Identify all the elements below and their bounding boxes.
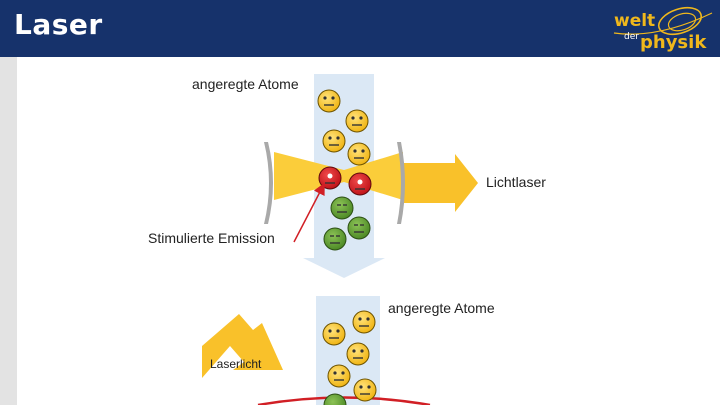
- top-atoms-label: angeregte Atome: [192, 76, 299, 92]
- emission-pointer-arrow: [293, 182, 325, 243]
- left-sidebar-strip: [0, 57, 17, 405]
- laser-output-arrow: [403, 154, 478, 212]
- logo-swirl-icon: [613, 6, 713, 36]
- atom-yellow: [352, 310, 376, 334]
- laserlicht-label: Laserlicht: [210, 357, 262, 371]
- atom-yellow: [346, 342, 370, 366]
- right-mirror: [397, 142, 405, 224]
- atom-green: [323, 227, 347, 251]
- left-mirror: [264, 142, 273, 224]
- logo-text-physik: physik: [640, 32, 707, 53]
- red-arc: [257, 396, 431, 405]
- atom-yellow: [353, 378, 377, 402]
- atom-green: [347, 216, 371, 240]
- header-bar: Laser welt der physik: [0, 0, 720, 57]
- bottom-atoms-label: angeregte Atome: [388, 300, 495, 316]
- atom-green: [323, 393, 347, 405]
- atom-red: [318, 166, 342, 190]
- atom-yellow: [322, 322, 346, 346]
- laserlicht-arrow: [202, 314, 283, 378]
- atom-red: [348, 172, 372, 196]
- atom-yellow: [347, 142, 371, 166]
- atom-green: [330, 196, 354, 220]
- welt-der-physik-logo: welt der physik: [608, 3, 718, 55]
- logo-text-welt: welt: [614, 11, 656, 31]
- atom-yellow: [327, 364, 351, 388]
- lichtlaser-label: Lichtlaser: [486, 174, 546, 190]
- atom-yellow: [317, 89, 341, 113]
- page-title: Laser: [14, 8, 103, 41]
- logo-text-der: der: [624, 32, 639, 42]
- atom-yellow: [322, 129, 346, 153]
- atom-yellow: [345, 109, 369, 133]
- stimulated-emission-label: Stimulierte Emission: [148, 230, 275, 246]
